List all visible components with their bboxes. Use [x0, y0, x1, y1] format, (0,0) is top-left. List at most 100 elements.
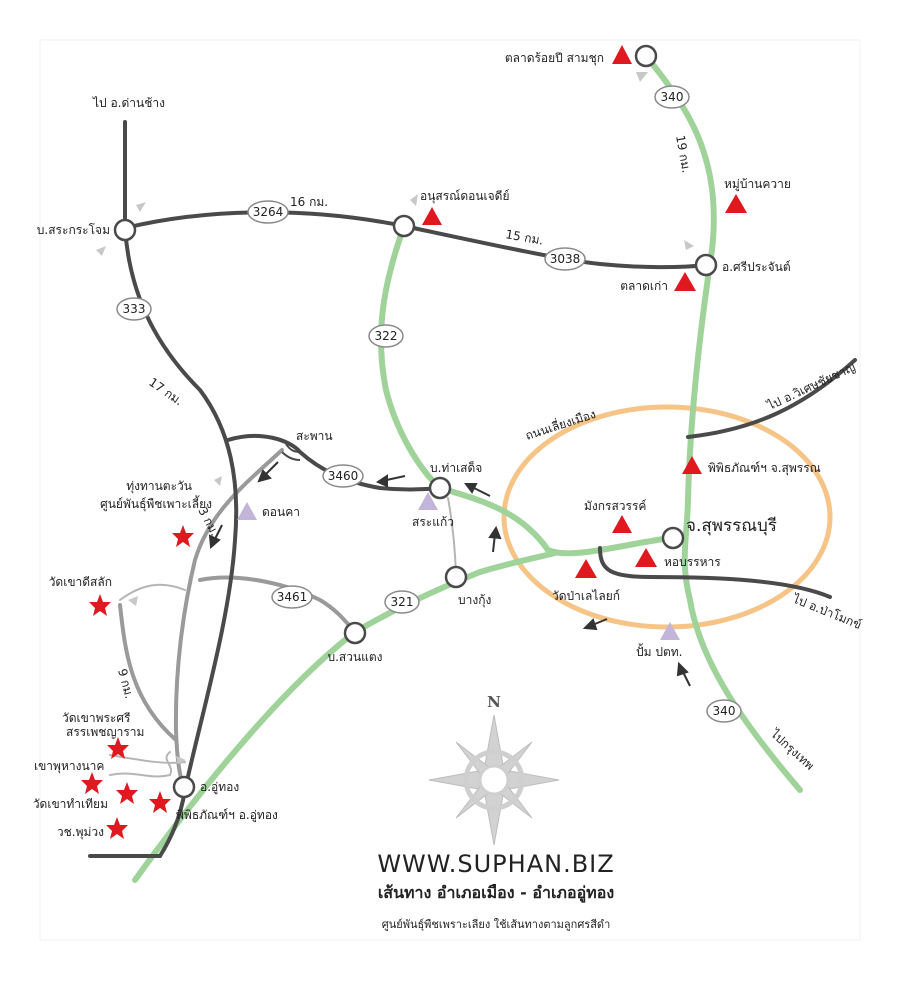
shield-3038: 3038 [544, 247, 586, 271]
star-icon [107, 737, 129, 759]
label-sa-kaeo: สระแก้ว [412, 515, 454, 529]
label-to-danchang: ไป อ.ด่านช้าง [92, 96, 165, 110]
label-wat-khao-phra-2: สรรเพชญาราม [66, 725, 144, 739]
svg-text:340: 340 [661, 90, 684, 104]
road-322 [377, 223, 443, 491]
node-u-thong [172, 775, 196, 799]
direction-arrows [208, 461, 691, 687]
bridge-icon [281, 443, 301, 461]
landmark-triangles [422, 45, 747, 578]
arrow-icon [464, 483, 491, 497]
triangle-icon [682, 456, 702, 474]
node-anusorn [392, 214, 416, 238]
triangle-icon [635, 548, 657, 567]
label-talat-roipi: ตลาดร้อยปี สามชุก [505, 51, 604, 66]
road-to-wisetchai [686, 358, 857, 439]
label-wat-khao-phra-1: วัดเขาพระศรี [62, 711, 131, 725]
shield-322: 322 [368, 324, 404, 348]
label-thung-tawan: ทุ่งทานตะวัน [126, 479, 192, 494]
label-wat-khao-tha-khian: วัดเขาทำเทียม [33, 797, 108, 811]
route-shields: 340 3264 3038 333 322 3460 3461 321 340 [116, 85, 742, 723]
road-to-pamok [598, 546, 832, 599]
label-wat-khao-di-salak: วัดเขาดีสลัก [49, 575, 112, 589]
label-sri-prachan: อ.ศรีประจันต์ [722, 260, 791, 274]
node-sa-krachom [113, 218, 137, 242]
svg-text:3461: 3461 [277, 590, 308, 604]
shield-3460: 3460 [322, 464, 364, 488]
node-talat-roipi [634, 44, 658, 68]
road-local-1 [119, 583, 186, 601]
map-title: เส้นทาง อำเภอเมือง - อำเภออู่ทอง [378, 883, 614, 904]
node-bang-kung [444, 565, 468, 589]
label-tha-sadet: บ.ท่าเสด็จ [430, 460, 482, 475]
city-ring [501, 404, 833, 630]
label-museum-suphan: พิพิธภัณฑ์ฯ จ.สุพรรณ [708, 461, 821, 476]
triangle-icon [660, 622, 680, 640]
star-markers [81, 525, 194, 839]
triangle-icon [422, 207, 442, 225]
triangle-icon [725, 194, 747, 213]
label-sa-krachom: บ.สระกระโจม [37, 223, 110, 237]
shield-3461: 3461 [271, 585, 313, 609]
road-tha-sadet-city [437, 485, 673, 557]
road-3038 [402, 224, 708, 270]
shield-333: 333 [116, 297, 152, 321]
green-roads [132, 53, 803, 883]
triangle-icon [237, 502, 257, 520]
label-bang-kung: บางกุ้ง [458, 593, 491, 608]
label-mangkorn-sawan: มังกรสวรรค์ [584, 499, 646, 513]
road-321 [132, 550, 558, 883]
place-labels: ตลาดร้อยปี สามชุก หมู่บ้านควาย อนุสรณ์ดอ… [33, 51, 821, 840]
label-soon-phan: ศูนย์พันธุ์พืชเพาะเลี้ยง [100, 495, 212, 512]
triangle-icon [575, 559, 597, 578]
node-suan-taeng [343, 621, 367, 645]
arrow-icon [208, 524, 223, 550]
town-nodes [113, 44, 718, 799]
star-icon [116, 782, 138, 804]
shield-321: 321 [384, 590, 420, 614]
star-icon [89, 594, 111, 616]
triangle-icon [612, 515, 632, 533]
label-suphanburi: จ.สุพรรณบุรี [686, 516, 777, 536]
shield-340-bottom: 340 [706, 699, 742, 723]
shield-340-top: 340 [654, 85, 690, 109]
svg-text:321: 321 [391, 595, 414, 609]
svg-text:3038: 3038 [550, 252, 581, 266]
lilac-triangles [237, 492, 680, 640]
star-icon [81, 772, 103, 794]
svg-text:333: 333 [123, 302, 146, 316]
node-suphanburi [661, 526, 685, 550]
star-icon [106, 817, 128, 839]
road-local-3 [109, 751, 173, 778]
road-wat-khao-salak [118, 603, 178, 742]
label-wch-phu-muang: วช.พุม่วง [57, 825, 104, 840]
wedge-markers [96, 72, 694, 764]
watermark: WWW.SUPHAN.BIZ [377, 850, 614, 878]
node-sri-prachan [694, 253, 718, 277]
road-340 [643, 53, 803, 793]
svg-text:3264: 3264 [253, 205, 284, 219]
label-anusorn: อนุสรณ์ดอนเจดีย์ [420, 189, 509, 204]
compass-rose: N [428, 693, 560, 846]
distance-19: 19 กม. [673, 134, 693, 174]
label-pump-ptt: ปั้ม ปตท. [636, 643, 682, 659]
shield-3264: 3264 [247, 200, 289, 224]
triangle-icon [612, 45, 632, 64]
label-don-kha: ดอนคา [262, 505, 300, 519]
svg-text:340: 340 [713, 704, 736, 718]
label-khao-phu-nak: เขาพุหางนาค [34, 759, 104, 774]
compass-n-label: N [487, 693, 501, 711]
triangle-icon [418, 492, 438, 510]
arrow-icon [676, 661, 691, 687]
distance-15: 15 กม. [504, 227, 544, 247]
svg-text:3460: 3460 [328, 469, 359, 483]
triangle-icon [674, 272, 696, 291]
label-suan-taeng: บ.สวนแตง [327, 650, 382, 664]
label-ho-khon: หอบรรหาร [664, 555, 721, 569]
arrow-icon [488, 525, 502, 553]
label-wat-pa-lelai: วัดป่าเลไลยก์ [552, 589, 620, 603]
label-saphan: สะพาน [296, 429, 333, 443]
node-tha-sadet [428, 476, 452, 500]
arrow-icon [582, 618, 608, 631]
